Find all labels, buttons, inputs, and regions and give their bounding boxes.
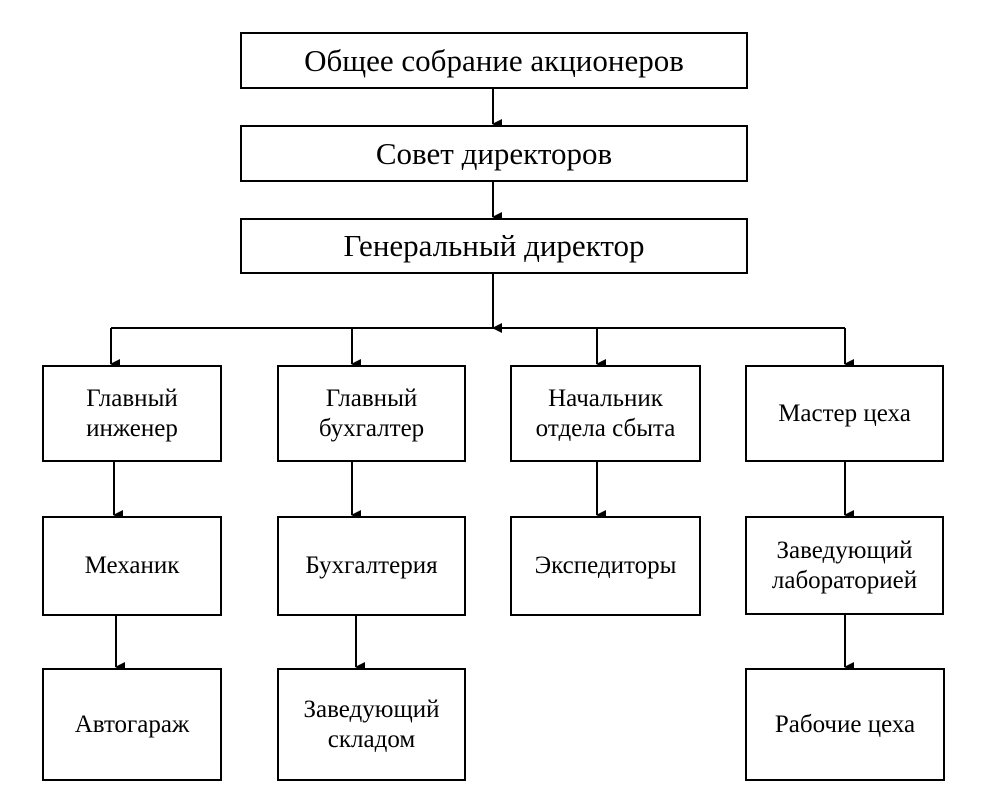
node-forwarders: Экспедиторы — [510, 516, 701, 616]
node-chief-accountant: Главный бухгалтер — [277, 365, 466, 462]
node-lab-head: Заведующий лабораторией — [745, 516, 944, 615]
node-accounting: Бухгалтерия — [277, 516, 466, 616]
node-ceo: Генеральный директор — [240, 218, 748, 274]
node-sales-head: Начальник отдела сбыта — [510, 365, 701, 462]
node-chief-engineer: Главный инженер — [42, 365, 222, 462]
node-garage: Автогараж — [42, 668, 222, 781]
node-mechanic: Механик — [42, 516, 222, 616]
node-workshops: Рабочие цеха — [745, 668, 945, 781]
node-shareholders: Общее собрание акционеров — [240, 32, 748, 89]
node-warehouse-head: Заведующий складом — [277, 668, 466, 781]
node-shop-master: Мастер цеха — [745, 365, 944, 462]
node-board: Совет директоров — [240, 125, 748, 182]
